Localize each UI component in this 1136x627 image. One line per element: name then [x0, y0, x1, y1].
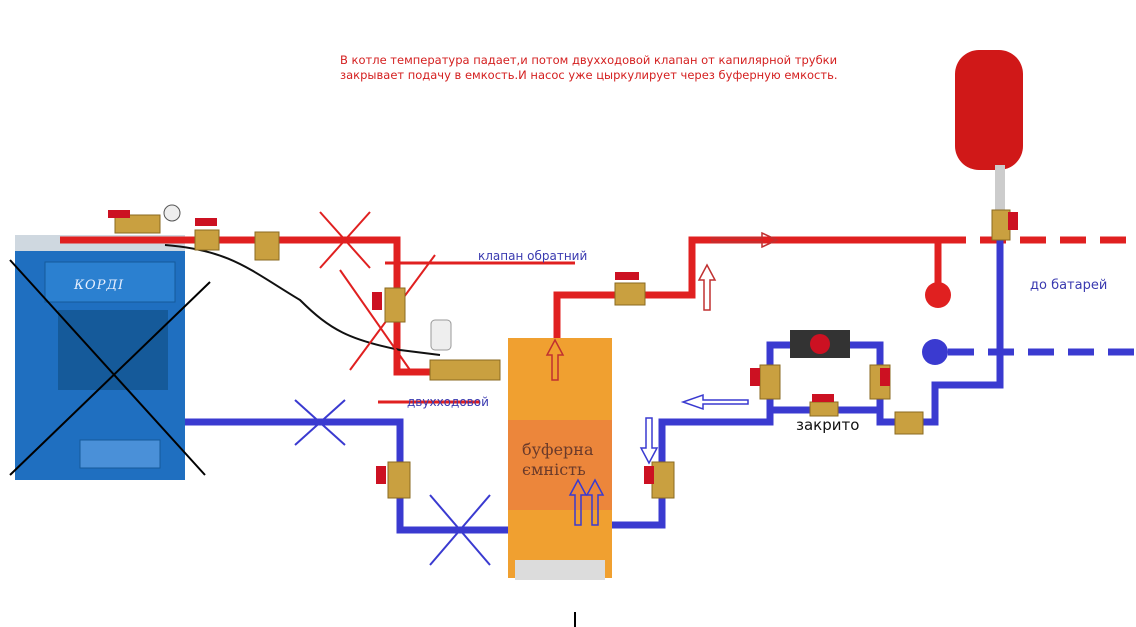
return-manifold-icon: [922, 339, 948, 365]
flow-arrows: [545, 231, 779, 381]
to-radiators-label: до батарей: [1030, 278, 1108, 293]
pressure-gauge-icon: [163, 204, 181, 222]
closed-label: закрито: [796, 416, 860, 434]
supply-manifold-icon: [925, 282, 951, 308]
boiler: [9, 235, 211, 480]
boiler-logo: КОРДІ: [74, 278, 125, 293]
two-way-valve-label: двухходовой: [407, 395, 489, 409]
valve-handles: [108, 210, 1018, 484]
blocked-marks: [319, 211, 436, 371]
check-valve-label: клапан обратний: [478, 249, 588, 263]
pump: [790, 330, 850, 358]
buffer-tank: [508, 338, 612, 580]
thermostatic-head-icon: [430, 319, 452, 351]
explanation-note: В котле температура падает,и потом двухх…: [340, 53, 838, 82]
expansion-tank: [955, 50, 1023, 220]
capillary-tube: [164, 244, 441, 356]
buffer-tank-label: буферна ємність: [522, 440, 594, 479]
